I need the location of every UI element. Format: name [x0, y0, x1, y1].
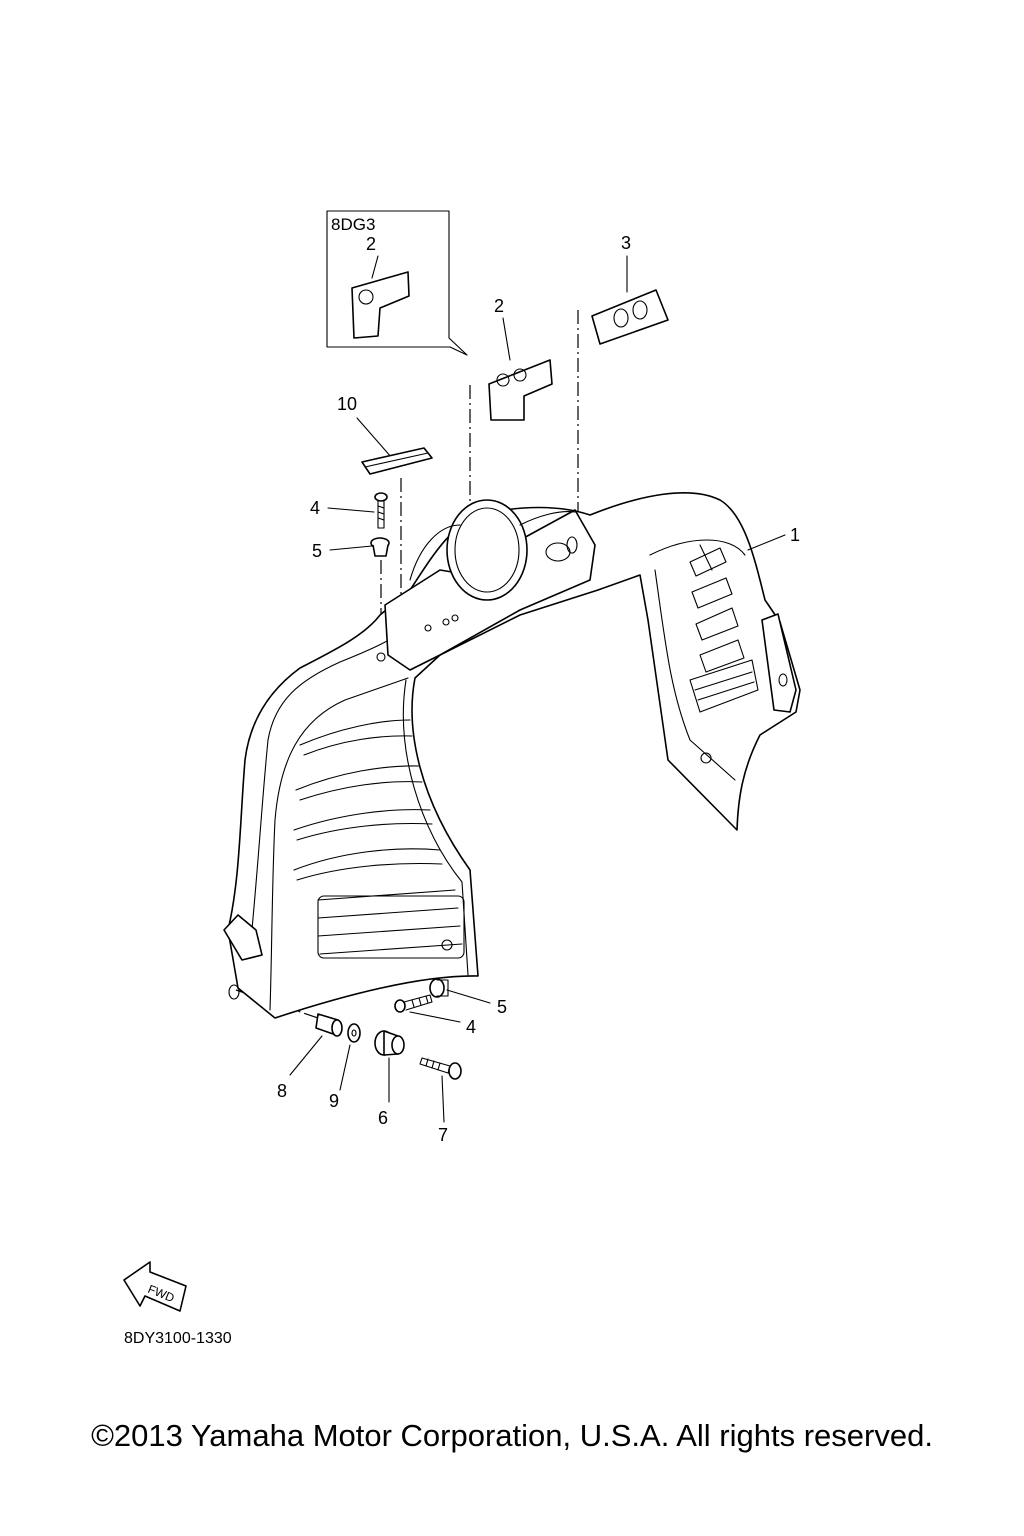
cowl-part-1: 1	[223, 491, 801, 1019]
callout-2: 2	[494, 296, 504, 316]
callout-4-bottom: 4	[466, 1017, 476, 1037]
callout-5-top: 5	[312, 541, 322, 561]
washer-part-9: 9	[329, 1023, 361, 1111]
fwd-arrow-icon: FWD	[123, 1261, 187, 1312]
inset-label: 8DG3	[331, 215, 375, 234]
bolt-part-7: 7	[419, 1057, 462, 1145]
callout-4-top: 4	[310, 498, 320, 518]
strip-part-10: 10	[337, 394, 433, 475]
callout-1: 1	[790, 525, 800, 545]
screw-part-4-top: 4	[310, 492, 388, 529]
grommet-part-5-bottom: 5	[429, 978, 507, 1017]
bracket-part-2: 2	[488, 296, 553, 421]
callout-9: 9	[329, 1091, 339, 1111]
callout-6: 6	[378, 1108, 388, 1128]
bracket-part-2-inset	[351, 271, 410, 339]
callout-7: 7	[438, 1125, 448, 1145]
callout-2-inset: 2	[366, 234, 376, 254]
diagram-code: 8DY3100-1330	[124, 1330, 232, 1347]
callout-3: 3	[621, 233, 631, 253]
bushing-part-6: 6	[374, 1030, 405, 1128]
callout-8: 8	[277, 1081, 287, 1101]
screw-part-4-bottom: 4	[394, 994, 476, 1037]
callout-10: 10	[337, 394, 357, 414]
collar-part-8: 8	[277, 1013, 343, 1101]
plate-part-3: 3	[591, 233, 669, 345]
copyright-notice: ©2013 Yamaha Motor Corporation, U.S.A. A…	[91, 1418, 933, 1453]
callout-5-bottom: 5	[497, 997, 507, 1017]
inset-box-8dg3: 8DG3 2	[326, 210, 468, 356]
grommet-part-5-top: 5	[312, 537, 390, 561]
